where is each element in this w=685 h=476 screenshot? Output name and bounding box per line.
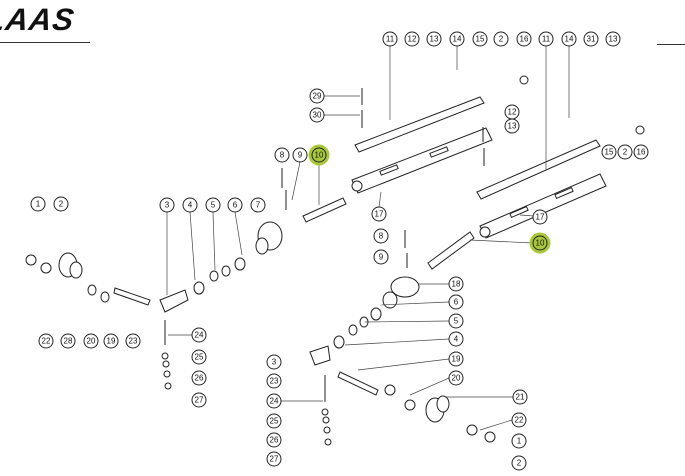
callout-part-29[interactable]: 29	[309, 88, 325, 104]
callout-part-22[interactable]: 22	[511, 412, 527, 428]
callout-part-16[interactable]: 16	[633, 144, 649, 160]
shaft-left	[302, 197, 347, 223]
callout-part-5[interactable]: 5	[205, 197, 221, 213]
callout-part-5[interactable]: 5	[448, 313, 464, 329]
callout-part-28[interactable]: 28	[60, 333, 76, 349]
slot	[554, 186, 574, 200]
callout-part-26[interactable]: 26	[266, 432, 282, 448]
callout-part-15[interactable]: 15	[472, 31, 488, 47]
callout-part-18[interactable]: 18	[448, 276, 464, 292]
callout-part-31[interactable]: 31	[583, 31, 599, 47]
callout-part-25[interactable]: 25	[266, 413, 282, 429]
rail-right	[476, 139, 601, 200]
callout-part-14[interactable]: 14	[449, 31, 465, 47]
callout-part-2[interactable]: 2	[53, 196, 69, 212]
callout-part-8[interactable]: 8	[274, 147, 290, 163]
callout-part-13[interactable]: 13	[426, 31, 442, 47]
callout-part-6[interactable]: 6	[227, 197, 243, 213]
shaft-right	[427, 231, 475, 270]
callout-part-24[interactable]: 24	[266, 393, 282, 409]
callout-part-21[interactable]: 21	[512, 389, 528, 405]
callout-part-13[interactable]: 13	[605, 31, 621, 47]
callout-part-4[interactable]: 4	[448, 331, 464, 347]
callout-part-12[interactable]: 12	[404, 31, 420, 47]
callout-part-27[interactable]: 27	[266, 451, 282, 467]
callout-part-16[interactable]: 16	[516, 31, 532, 47]
callout-part-9[interactable]: 9	[292, 147, 308, 163]
callout-part-10[interactable]: 10	[532, 235, 548, 251]
callout-part-14[interactable]: 14	[561, 31, 577, 47]
callout-part-1[interactable]: 1	[511, 433, 527, 449]
callout-part-9[interactable]: 9	[373, 249, 389, 265]
callout-part-17[interactable]: 17	[532, 209, 548, 225]
callout-part-17[interactable]: 17	[371, 206, 387, 222]
slot	[429, 146, 449, 158]
leader-lines	[166, 46, 570, 431]
callout-part-3[interactable]: 3	[266, 354, 282, 370]
callout-part-12[interactable]: 12	[504, 104, 520, 120]
callout-part-11[interactable]: 11	[382, 31, 398, 47]
callout-part-4[interactable]: 4	[182, 197, 198, 213]
callout-part-24[interactable]: 24	[191, 327, 207, 343]
callout-part-10[interactable]: 10	[311, 147, 327, 163]
tube-left-end	[351, 180, 363, 192]
callout-part-6[interactable]: 6	[448, 294, 464, 310]
callout-part-8[interactable]: 8	[373, 228, 389, 244]
gearbox-right	[390, 276, 420, 298]
slot	[509, 205, 529, 219]
callout-part-1[interactable]: 1	[30, 196, 46, 212]
callout-part-23[interactable]: 23	[266, 373, 282, 389]
callout-part-25[interactable]: 25	[191, 349, 207, 365]
callout-part-7[interactable]: 7	[250, 197, 266, 213]
rail-left	[354, 96, 485, 153]
callout-part-30[interactable]: 30	[309, 107, 325, 123]
callout-part-19[interactable]: 19	[103, 333, 119, 349]
tube-right-end	[479, 226, 491, 238]
callout-part-3[interactable]: 3	[159, 197, 175, 213]
coupling-left	[159, 289, 189, 313]
callout-part-22[interactable]: 22	[38, 333, 54, 349]
logo-underline	[0, 42, 90, 43]
callout-part-27[interactable]: 27	[191, 392, 207, 408]
header-rule	[657, 44, 685, 45]
slot	[379, 164, 399, 176]
callout-part-11[interactable]: 11	[538, 31, 554, 47]
callout-part-13[interactable]: 13	[504, 118, 520, 134]
callout-part-2[interactable]: 2	[617, 144, 633, 160]
coupling-right	[309, 345, 331, 366]
callout-part-20[interactable]: 20	[83, 333, 99, 349]
callout-part-26[interactable]: 26	[191, 370, 207, 386]
callout-part-2[interactable]: 2	[493, 31, 509, 47]
callout-part-2[interactable]: 2	[511, 455, 527, 471]
callout-part-15[interactable]: 15	[601, 144, 617, 160]
callout-part-23[interactable]: 23	[125, 333, 141, 349]
callout-part-19[interactable]: 19	[448, 351, 464, 367]
callout-part-20[interactable]: 20	[448, 370, 464, 386]
